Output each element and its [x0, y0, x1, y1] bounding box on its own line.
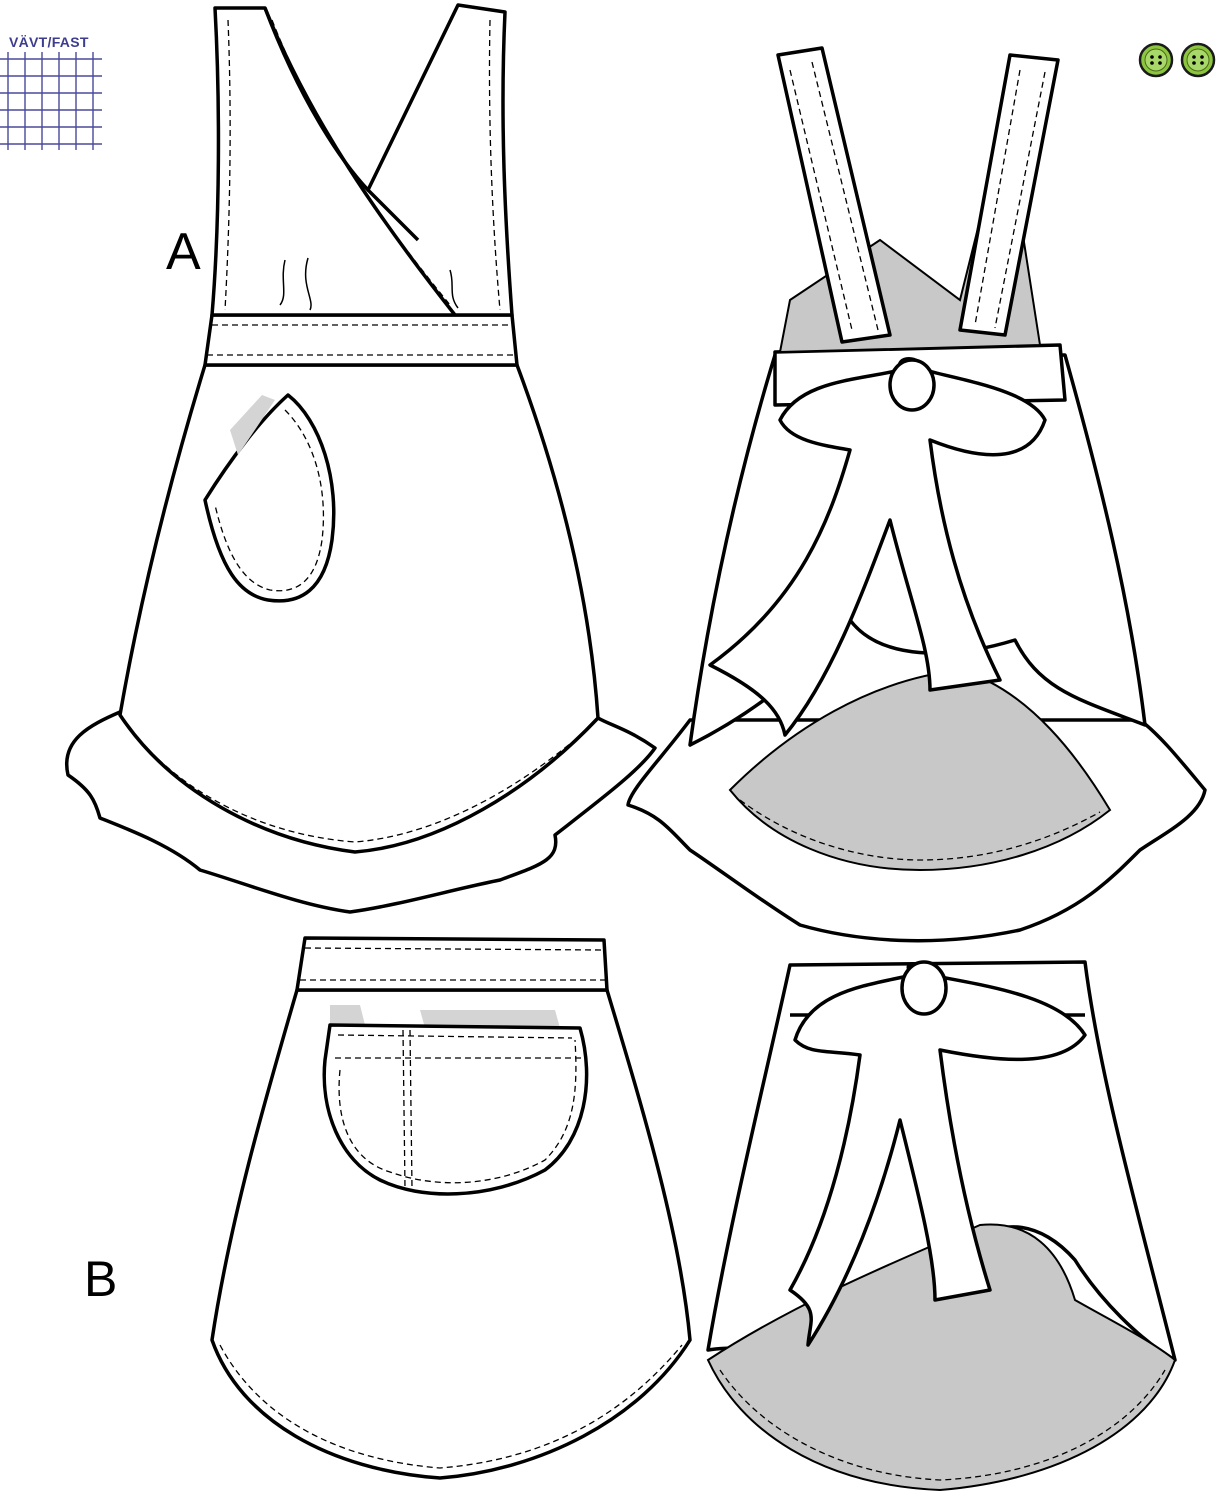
fabric-type-label: VÄVT/FAST	[9, 34, 89, 50]
waistband-a-front	[203, 313, 519, 367]
strap-right-back	[958, 53, 1060, 337]
strap-left-back	[776, 46, 892, 344]
bow-knot-b-back	[900, 960, 948, 1016]
pocket-a	[203, 393, 336, 603]
apron-a-back	[626, 46, 1207, 943]
apron-b-back	[706, 960, 1177, 1492]
lining-a-back	[728, 668, 1112, 872]
waistband-b-front	[295, 936, 609, 992]
view-label-a: A	[166, 223, 201, 281]
skirt-a-front	[118, 363, 600, 854]
bow-knot-back	[888, 358, 936, 412]
view-label-b: B	[84, 1251, 118, 1307]
bow-tie-back	[708, 357, 1047, 737]
apron-b-front	[210, 936, 692, 1480]
pocket-b	[322, 1023, 589, 1196]
bow-tie-b-back	[788, 962, 1087, 1347]
bodice-a-front	[210, 3, 514, 317]
woven-fabric-grid-icon	[0, 52, 102, 150]
apron-a-front	[64, 3, 657, 914]
buttons-icon	[1138, 42, 1216, 78]
lining-b-back	[706, 1223, 1177, 1492]
